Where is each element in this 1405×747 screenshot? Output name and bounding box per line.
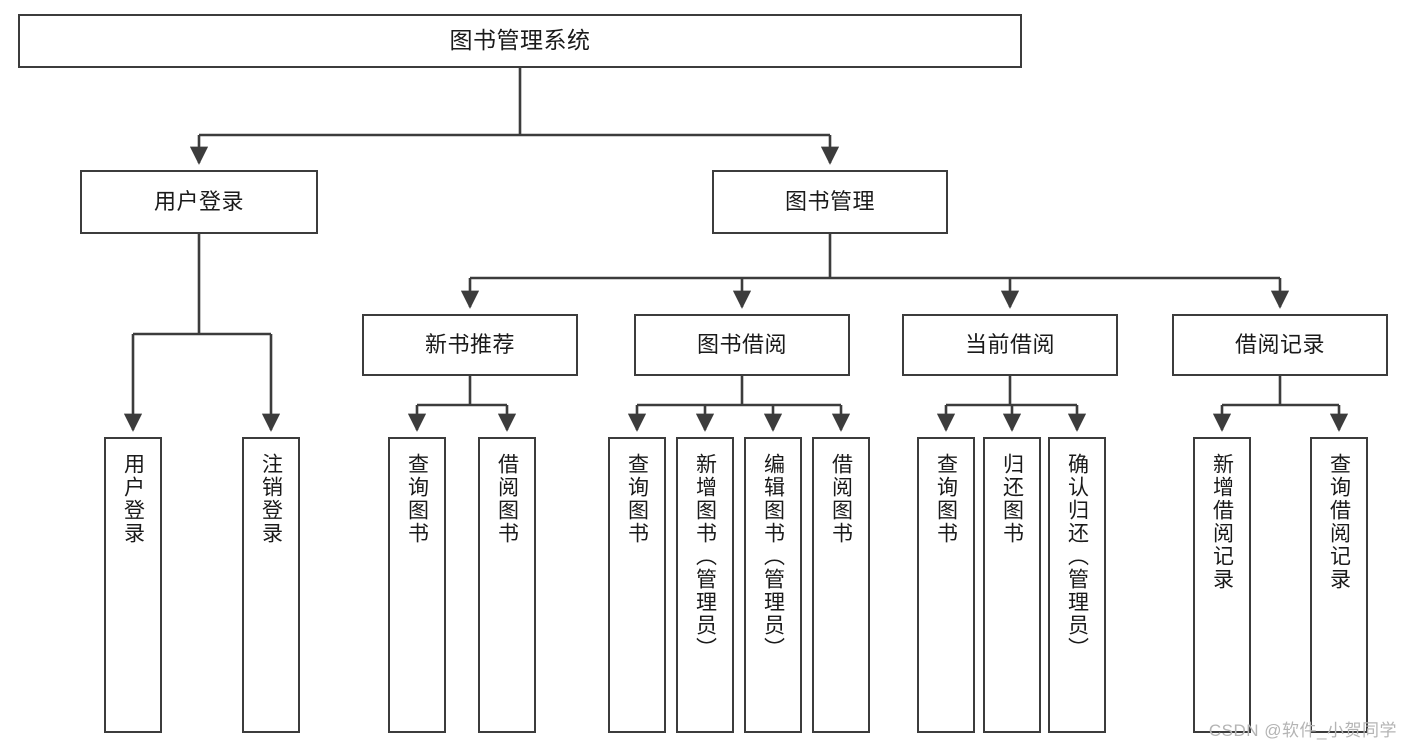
leaf-return-book[interactable]: 归还图书 — [983, 437, 1041, 733]
node-borrow-records-label: 借阅记录 — [1234, 331, 1325, 357]
leaf-borrow-book-recommend-label: 借阅图书 — [495, 453, 519, 545]
leaf-query-book-borrow-label: 查询图书 — [625, 453, 649, 545]
leaf-add-borrow-record-label: 新增借阅记录 — [1210, 453, 1234, 591]
leaf-borrow-book-label: 借阅图书 — [829, 453, 853, 545]
leaf-confirm-return-admin-label: 确认归还（管理员） — [1065, 453, 1089, 660]
leaf-logout[interactable]: 注销登录 — [242, 437, 300, 733]
leaf-query-borrow-record[interactable]: 查询借阅记录 — [1310, 437, 1368, 733]
node-current-borrow[interactable]: 当前借阅 — [902, 314, 1118, 376]
leaf-query-book-recommend-label: 查询图书 — [405, 453, 429, 545]
leaf-logout-label: 注销登录 — [259, 453, 283, 545]
node-user-login-label: 用户登录 — [153, 188, 244, 214]
node-book-management-label: 图书管理 — [784, 188, 875, 214]
leaf-query-book-current[interactable]: 查询图书 — [917, 437, 975, 733]
watermark: CSDN @软件_小贺同学 — [1208, 721, 1397, 740]
leaf-add-book-admin-label: 新增图书（管理员） — [693, 453, 717, 660]
node-book-borrow-label: 图书借阅 — [696, 331, 787, 357]
node-borrow-records[interactable]: 借阅记录 — [1172, 314, 1388, 376]
leaf-add-book-admin[interactable]: 新增图书（管理员） — [676, 437, 734, 733]
leaf-query-book-borrow[interactable]: 查询图书 — [608, 437, 666, 733]
node-user-login[interactable]: 用户登录 — [80, 170, 318, 234]
node-book-borrow[interactable]: 图书借阅 — [634, 314, 850, 376]
leaf-edit-book-admin[interactable]: 编辑图书（管理员） — [744, 437, 802, 733]
leaf-borrow-book[interactable]: 借阅图书 — [812, 437, 870, 733]
leaf-user-login-label: 用户登录 — [121, 453, 145, 545]
node-root-label: 图书管理系统 — [449, 27, 591, 54]
node-new-book-recommend-label: 新书推荐 — [424, 331, 515, 357]
leaf-confirm-return-admin[interactable]: 确认归还（管理员） — [1048, 437, 1106, 733]
leaf-return-book-label: 归还图书 — [1000, 453, 1024, 545]
node-current-borrow-label: 当前借阅 — [964, 331, 1055, 357]
node-new-book-recommend[interactable]: 新书推荐 — [362, 314, 578, 376]
leaf-edit-book-admin-label: 编辑图书（管理员） — [761, 453, 785, 660]
leaf-query-borrow-record-label: 查询借阅记录 — [1327, 453, 1351, 591]
leaf-user-login[interactable]: 用户登录 — [104, 437, 162, 733]
node-book-management[interactable]: 图书管理 — [712, 170, 948, 234]
leaf-query-book-recommend[interactable]: 查询图书 — [388, 437, 446, 733]
leaf-query-book-current-label: 查询图书 — [934, 453, 958, 545]
leaf-add-borrow-record[interactable]: 新增借阅记录 — [1193, 437, 1251, 733]
node-root[interactable]: 图书管理系统 — [18, 14, 1022, 68]
leaf-borrow-book-recommend[interactable]: 借阅图书 — [478, 437, 536, 733]
